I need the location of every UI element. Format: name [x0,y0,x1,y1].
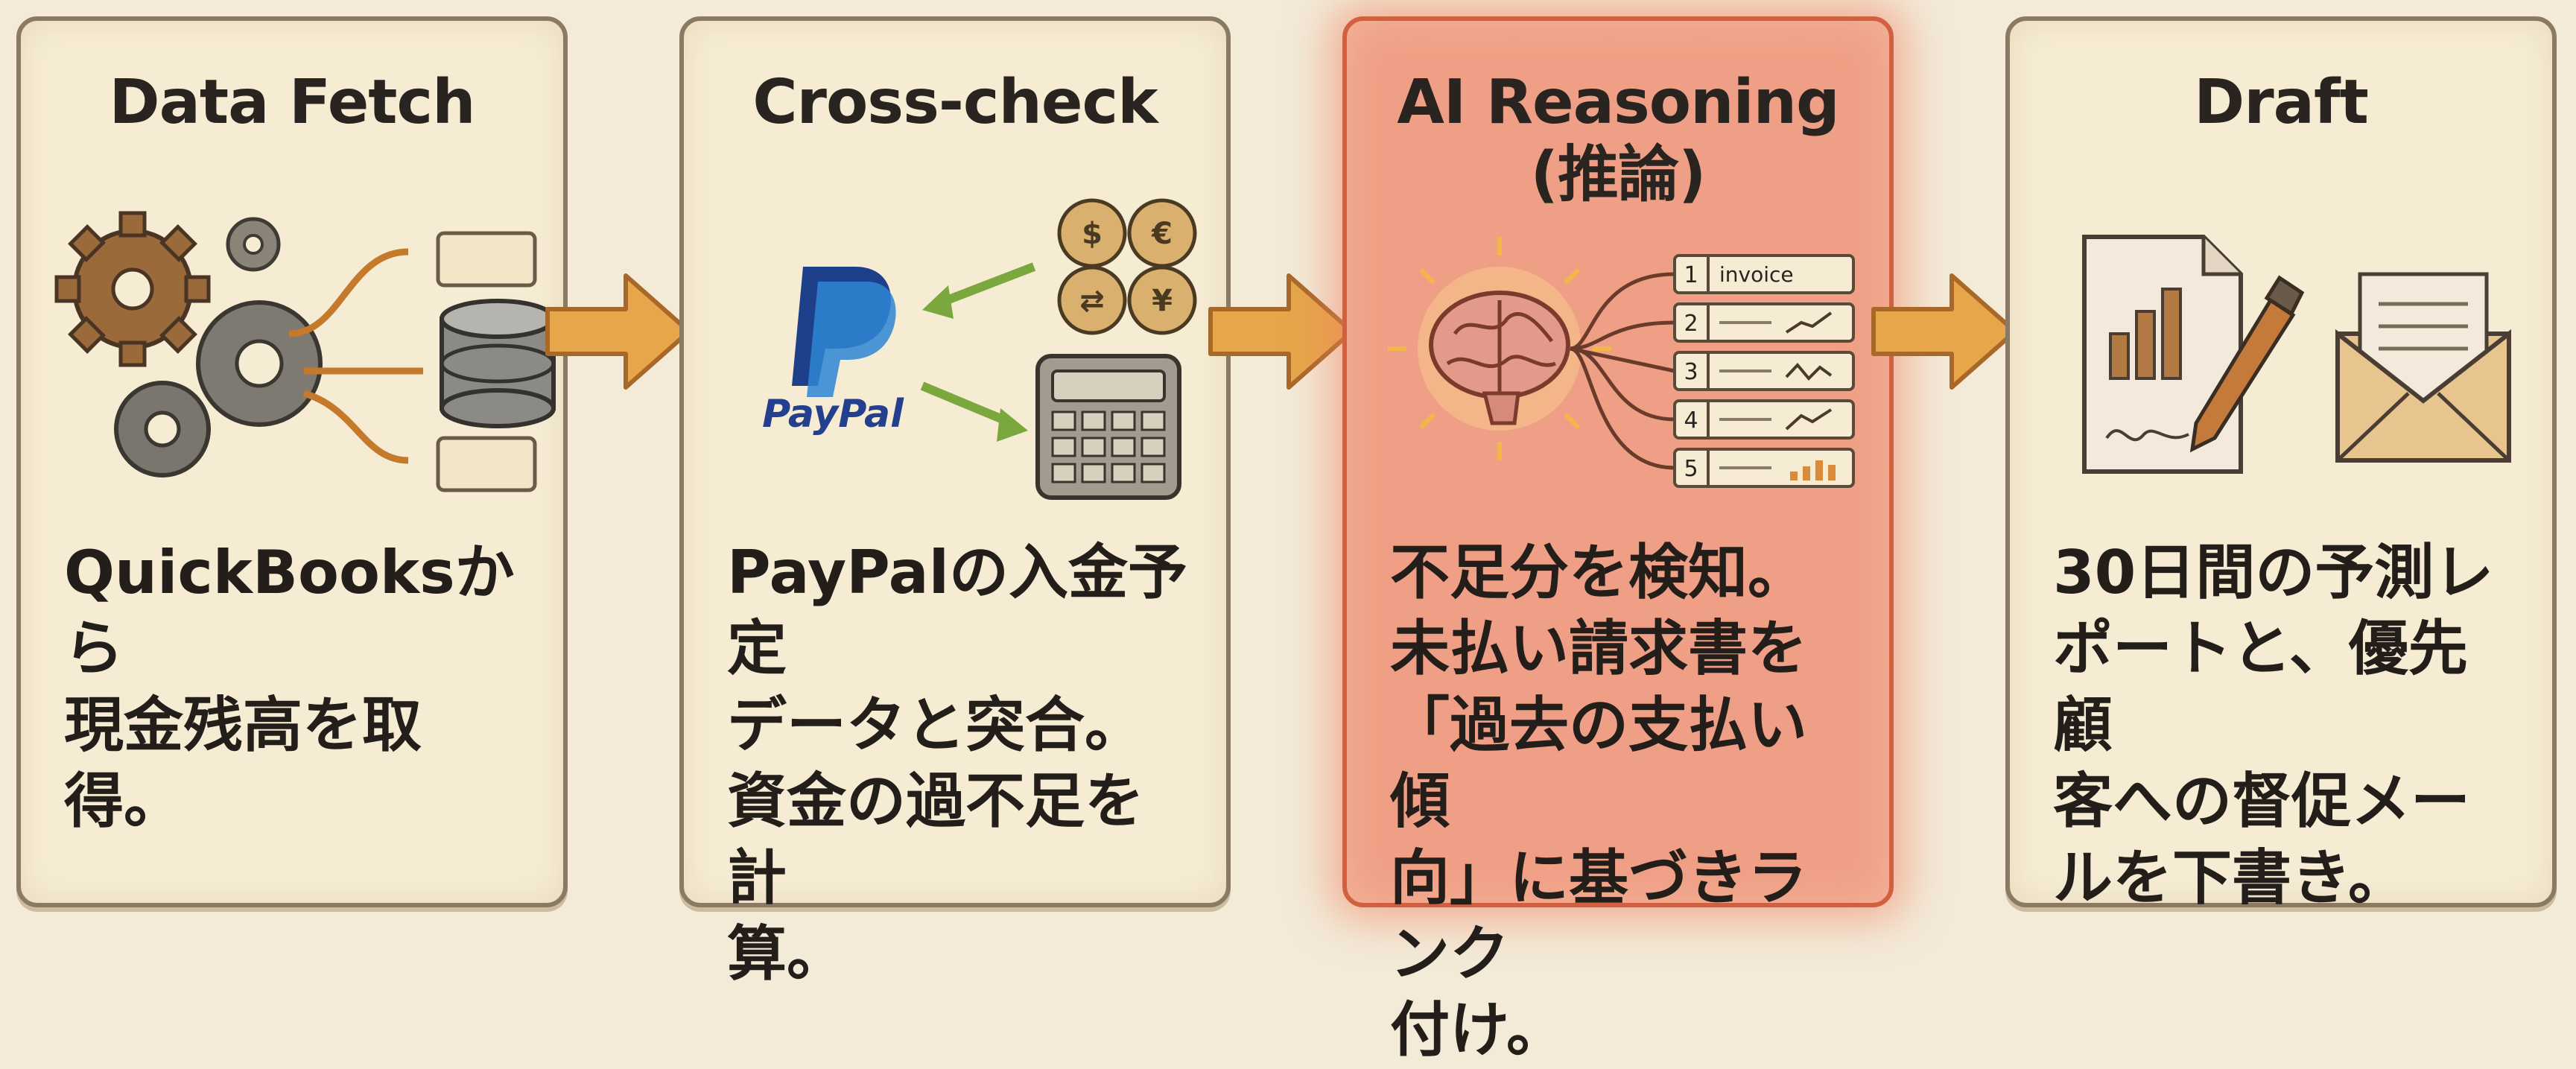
yen-icon: ¥ [1152,284,1173,318]
rank-item: 2 [1673,302,1855,343]
green-arrow-icon [920,381,1028,442]
rank-item: 4 [1673,399,1855,440]
paypal-wordmark: PayPal [762,392,904,437]
ai-reasoning-illustration: 1 invoice 2 3 [1388,237,1855,488]
step-description: 不足分を検知。 未払い請求書を 「過去の支払い傾 向」に基づきランク 付け。 [1390,538,1807,1065]
data-fetch-illustration [54,211,556,492]
step-card-draft: Draft 30日間の予測レ ポートと、優先顧 客 [2005,16,2557,913]
svg-text:5: 5 [1684,456,1698,482]
svg-text:3: 3 [1684,359,1698,385]
envelope-icon [2335,272,2511,463]
svg-text:1: 1 [1684,262,1698,288]
svg-text:invoice: invoice [1719,262,1794,287]
step-title: Data Fetch [109,67,476,138]
step-title: AI Reasoning (推論) [1397,67,1839,210]
cross-check-illustration: PayPal $ € ⇄ ¥ [762,198,1197,500]
document-icon [436,436,537,492]
flow-arrows [288,248,423,464]
right-arrow-icon [1208,273,1354,390]
database-icon [440,299,556,428]
right-arrow-icon [1871,273,2017,390]
step-title: Cross-check [752,67,1158,138]
svg-text:4: 4 [1684,407,1698,434]
dollar-icon: $ [1082,217,1103,251]
step-description: QuickBooksから 現金残高を取得。 [64,538,515,837]
draft-illustration [2082,235,2511,474]
calculator-icon [1035,354,1181,500]
gear-icon [196,300,323,427]
pen-icon [2189,275,2305,453]
document-icon [436,231,537,288]
rank-item: 5 [1673,448,1855,488]
gear-icon [54,211,211,367]
coin-icons: $ € ⇄ ¥ [1057,198,1197,335]
paypal-logo [792,267,896,397]
gear-icon [226,217,281,272]
right-arrow-icon [545,273,691,390]
step-description: PayPalの入金予定 データと突合。 資金の過不足を計 算。 [727,538,1188,989]
ranked-list: 1 invoice 2 3 [1673,254,1855,488]
workflow-diagram: Data Fetch [16,16,2557,1065]
rank-item: 3 [1673,351,1855,391]
rank-item: 1 invoice [1673,254,1855,294]
step-card-cross-check: Cross-check PayPal $ € ⇄ ¥ [679,16,1231,989]
brain-icon [1388,237,1611,460]
gear-icon [114,381,211,478]
euro-icon: € [1151,217,1173,251]
green-arrow-icon [922,262,1036,319]
step-card-ai-reasoning: AI Reasoning (推論) [1342,16,1894,1065]
step-description: 30日間の予測レ ポートと、優先顧 客への督促メー ルを下書き。 [2053,538,2494,913]
svg-text:2: 2 [1684,311,1698,337]
step-title: Draft [2194,67,2369,138]
connector-lines [1570,272,1675,470]
exchange-icon: ⇄ [1079,284,1105,318]
step-card-data-fetch: Data Fetch [16,16,568,907]
